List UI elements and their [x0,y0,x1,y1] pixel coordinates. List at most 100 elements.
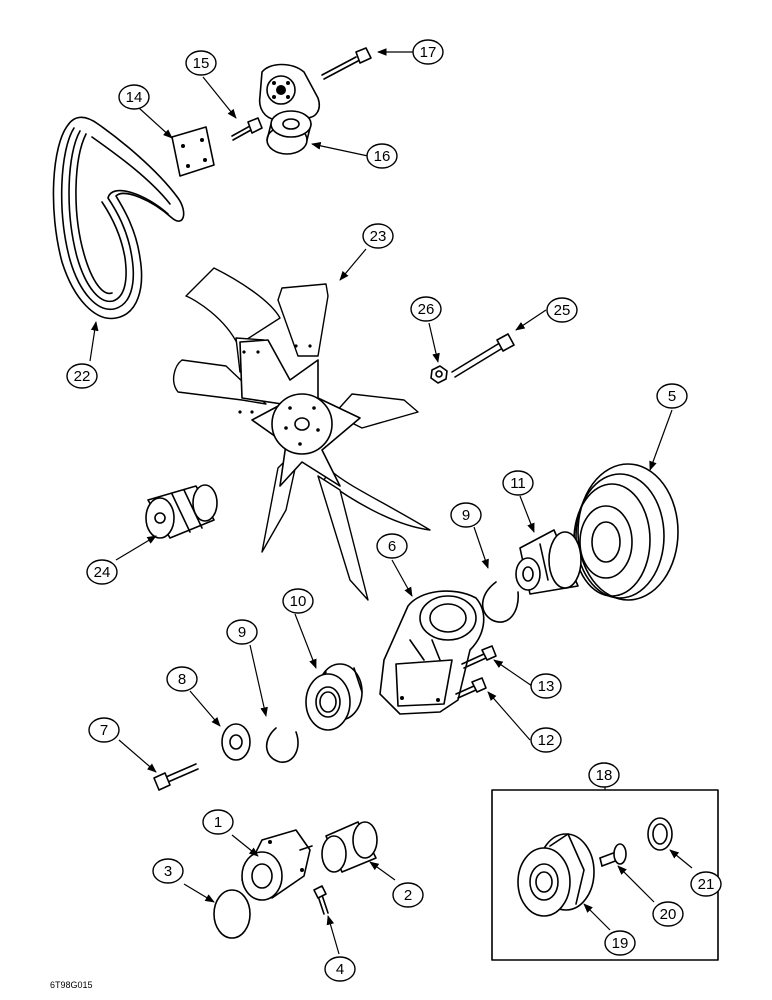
callout-bubble [502,470,534,496]
callout-3: 3 [152,858,184,884]
callout-16: 16 [366,143,398,169]
callout-11: 11 [502,470,534,496]
callout-label: 7 [100,722,108,739]
callout-label: 23 [370,228,387,245]
callout-15: 15 [185,50,217,76]
callout-21: 21 [690,871,722,897]
fan-nut-part [430,365,448,384]
callout-bubble [604,930,636,956]
drawing-code: 6T98G015 [50,980,93,990]
callout-9: 9 [226,619,258,645]
callout-label: 24 [94,564,111,581]
callout-bubble [690,871,722,897]
o-ring-part [213,889,251,939]
callout-label: 4 [336,961,344,978]
callout-label: 5 [668,388,676,405]
callout-bubble [546,297,578,323]
callout-label: 12 [538,732,555,749]
callout-label: 14 [126,89,143,106]
callout-label: 2 [404,887,412,904]
callout-bubble [88,717,120,743]
callout-label: 1 [214,814,222,831]
bracket-bolt-lower-part [455,677,487,699]
callout-bubble [656,383,688,409]
callout-label: 11 [510,475,526,492]
callout-24: 24 [86,559,118,585]
callout-label: 13 [538,678,555,695]
callout-bubble [166,666,198,692]
callout-bubble [118,84,150,110]
callout-label: 16 [374,148,391,165]
callout-bubble [392,882,424,908]
callout-bubble [412,39,444,65]
fan-bolt-part [451,333,515,378]
fan-spacer-part [145,484,218,539]
callout-bubble [376,533,408,559]
water-pump-part [241,829,313,901]
idler-pulley-part [517,833,595,917]
callout-label: 22 [74,368,91,385]
callout-1: 1 [202,809,234,835]
callout-bubble [66,363,98,389]
belt-tensioner-part [258,63,321,155]
pulley-bolt-part [153,763,199,791]
callout-18: 18 [588,762,620,788]
callout-12: 12 [530,727,562,753]
callout-label: 25 [554,302,571,319]
idler-seal-part [647,817,673,851]
callout-label: 19 [612,935,629,952]
callout-bubble [530,727,562,753]
drive-belt-part [52,116,185,320]
callout-bubble [152,858,184,884]
callout-9: 9 [450,502,482,528]
callout-6: 6 [376,533,408,559]
bracket-bolt-upper-part [461,645,497,669]
callout-8: 8 [166,666,198,692]
callout-layer: 1234567899101112131415161718192021222324… [66,39,722,982]
callout-label: 20 [660,906,677,923]
callout-label: 15 [193,55,210,72]
callout-14: 14 [118,84,150,110]
callout-bubble [652,901,684,927]
callout-26: 26 [410,296,442,322]
callout-bubble [450,502,482,528]
callout-label: 17 [420,44,437,61]
water-pump-bolt-part [313,885,329,915]
callout-17: 17 [412,39,444,65]
callout-bubble [185,50,217,76]
bearing-part [305,663,363,731]
callout-13: 13 [530,673,562,699]
callout-label: 18 [596,767,613,784]
callout-label: 10 [290,593,307,610]
callout-label: 21 [698,876,715,893]
leader-lines [89,48,693,955]
callout-label: 9 [462,507,470,524]
callout-label: 6 [388,538,396,555]
callout-bubble [588,762,620,788]
cooling-fan-part [172,267,431,601]
callout-23: 23 [362,223,394,249]
callout-bubble [226,619,258,645]
snap-ring-right-part [481,581,519,623]
snap-ring-left-part [265,727,299,763]
callout-5: 5 [656,383,688,409]
washer-part [221,723,251,761]
mounting-plate-part [171,126,215,177]
tensioner-long-bolt-part [321,47,372,80]
tensioner-bolt-part [231,117,263,141]
callout-7: 7 [88,717,120,743]
callout-label: 3 [164,863,172,880]
fan-hub-part [515,529,582,595]
callout-label: 8 [178,671,186,688]
callout-bubble [86,559,118,585]
callout-4: 4 [324,956,356,982]
callout-bubble [362,223,394,249]
callout-bubble [282,588,314,614]
callout-20: 20 [652,901,684,927]
callout-bubble [366,143,398,169]
callout-19: 19 [604,930,636,956]
callout-22: 22 [66,363,98,389]
callout-bubble [530,673,562,699]
callout-2: 2 [392,882,424,908]
callout-bubble [202,809,234,835]
